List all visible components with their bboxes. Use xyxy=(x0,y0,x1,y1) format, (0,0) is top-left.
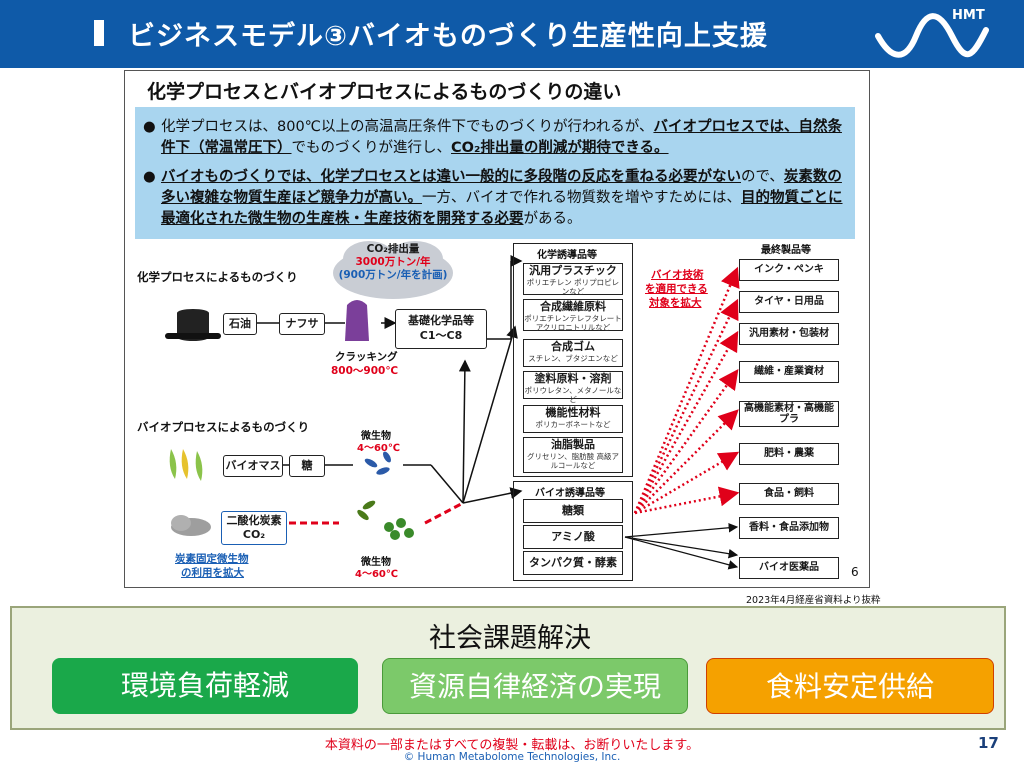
chem-process-label: 化学プロセスによるものづくり xyxy=(137,270,298,284)
chem-item-title: 汎用プラスチック xyxy=(529,264,617,277)
chem-item-sub: ポリカーボネートなど xyxy=(535,420,611,429)
source-note: 2023年4月経産省資料より抜粋 xyxy=(746,595,881,606)
bullet-dot-icon: ● xyxy=(143,119,156,135)
chem-item-sub: グリセリン、脂肪酸 高級アルコールなど xyxy=(527,452,619,470)
chem-item-title: 合成繊維原料 xyxy=(540,300,606,313)
solution-environment: 環境負荷軽減 xyxy=(52,658,358,714)
chem-item-sub: ポリエチレン ポリプロピレンなど xyxy=(526,278,620,296)
figure-slide-number: 6 xyxy=(851,565,859,579)
product-item: 食品・飼料 xyxy=(739,483,839,505)
oil-box: 石油 xyxy=(223,313,257,335)
chem-item-sub: ポリエチレンテレフタレート アクリロニトリルなど xyxy=(524,314,622,332)
microbe2-temp: 4～60℃ xyxy=(355,569,398,580)
bullet1-text2: でものづくりが進行し、 xyxy=(291,140,452,156)
product-item: 肥料・農薬 xyxy=(739,443,839,465)
header-bar: ビジネスモデル③バイオものづくり生産性向上支援 HMT xyxy=(0,0,1024,68)
solution-food: 食料安定供給 xyxy=(706,658,994,714)
co2-emission-text: CO₂排出量 3000万トン/年 (900万トン/年を計画) xyxy=(329,243,457,282)
bullet2-text3: がある。 xyxy=(523,211,582,227)
product-item: 高機能素材・高機能プラ xyxy=(739,401,839,427)
bio-derivatives-group xyxy=(513,481,633,581)
bullet1-emph2: 自然条件下（常温常圧下） xyxy=(161,119,842,156)
bullet-bio: ● バイオものづくりでは、化学プロセスとは違い一般的に多段階の反応を重ねる必要が… xyxy=(143,167,851,230)
chem-item: 油脂製品グリセリン、脂肪酸 高級アルコールなど xyxy=(523,437,623,473)
co2-emission-plan: (900万トン/年を計画) xyxy=(338,269,448,281)
bullet2-emph2: 炭素数の多い複雑な物質生産ほど競争力が高い。 xyxy=(161,169,842,206)
co2-emission-value: 3000万トン/年 xyxy=(355,256,431,268)
co2-box-label: 二酸化炭素 xyxy=(226,514,282,527)
bullet2-text2: 一方、バイオで作れる物質数を増やすためには、 xyxy=(422,190,741,206)
chem-item: 塗料原料・溶剤ポリウレタン、メタノールなど xyxy=(523,371,623,404)
bullet1-emph3: CO₂排出量の削減が期待できる。 xyxy=(451,140,669,156)
header-accent-mark xyxy=(94,20,104,46)
final-products-header: 最終製品等 xyxy=(761,245,811,256)
bullet-dot-icon: ● xyxy=(143,169,156,185)
basic-chem-box: 基礎化学品等 C1～C8 xyxy=(395,309,487,349)
bullet1-text: 化学プロセスは、800℃以上の高温高圧条件下でものづくりが行われるが、 xyxy=(161,119,654,135)
bullet2-text: ので、 xyxy=(741,169,784,185)
sugar-box: 糖 xyxy=(289,455,325,477)
chem-item-title: 機能性材料 xyxy=(545,406,601,419)
footer-note: 本資料の一部またはすべての複製・転載は、お断りいたします。 xyxy=(324,738,700,753)
cracking-temp: 800～900℃ xyxy=(331,365,399,377)
co2-cloud-icon xyxy=(333,241,453,299)
bio-item: 糖類 xyxy=(523,499,623,523)
product-item: インク・ペンキ xyxy=(739,259,839,281)
chem-derivatives-header: 化学誘導品等 xyxy=(537,250,597,261)
chem-item-sub: スチレン、ブタジエンなど xyxy=(528,354,618,363)
bio-item: アミノ酸 xyxy=(523,525,623,549)
co2-box-formula: CO₂ xyxy=(242,528,266,541)
basic-chem-range: C1～C8 xyxy=(419,329,463,342)
bio-tech-note-l1: バイオ技術 xyxy=(651,269,704,281)
chem-item-sub: ポリウレタン、メタノールなど xyxy=(524,386,622,404)
cracking-label: クラッキング xyxy=(335,351,398,363)
carbon-fix-l2: の利用を拡大 xyxy=(181,567,244,579)
microbe1-label: 微生物 xyxy=(361,431,391,442)
basic-chem-label: 基礎化学品等 xyxy=(408,314,474,327)
flow-arrows xyxy=(165,255,740,570)
info-box: ● 化学プロセスは、800℃以上の高温高圧条件下でものづくりが行われるが、バイオ… xyxy=(135,107,855,239)
bio-derivatives-header: バイオ誘導品等 xyxy=(535,488,605,499)
page-number: 17 xyxy=(978,734,999,752)
hmt-logo-icon xyxy=(875,13,989,58)
microbe1-temp: 4～60℃ xyxy=(357,443,400,454)
chem-item: 合成ゴムスチレン、ブタジエンなど xyxy=(523,339,623,367)
chem-item: 合成繊維原料ポリエチレンテレフタレート アクリロニトリルなど xyxy=(523,299,623,332)
bio-tech-note-l3: 対象を拡大 xyxy=(649,297,702,309)
carbon-fix-l1: 炭素固定微生物 xyxy=(175,553,249,565)
bullet1-emph: バイオプロセスでは、 xyxy=(653,119,799,135)
chem-derivatives-group xyxy=(513,243,633,477)
bio-item: タンパク質・酵素 xyxy=(523,551,623,575)
chem-item-title: 油脂製品 xyxy=(551,438,595,451)
co2-emission-label: CO₂排出量 xyxy=(366,243,420,255)
solution-resource: 資源自律経済の実現 xyxy=(382,658,688,714)
product-item: 繊維・産業資材 xyxy=(739,361,839,383)
bio-tech-note-l2: を適用できる xyxy=(645,283,708,295)
bullet2-emph: バイオものづくりでは、化学プロセスとは違い一般的に多段階の反応を重ねる必要がない xyxy=(161,169,741,185)
naphtha-box: ナフサ xyxy=(279,313,325,335)
product-item: 汎用素材・包装材 xyxy=(739,323,839,345)
copyright: © Human Metabolome Technologies, Inc. xyxy=(403,751,621,763)
microbe2-label: 微生物 xyxy=(361,557,391,568)
figure-title: 化学プロセスとバイオプロセスによるものづくりの違い xyxy=(147,81,622,103)
page-title: ビジネスモデル③バイオものづくり生産性向上支援 xyxy=(128,21,768,52)
chem-item-title: 合成ゴム xyxy=(551,340,595,353)
process-comparison-figure: 化学プロセスとバイオプロセスによるものづくりの違い ● 化学プロセスは、800℃… xyxy=(124,70,870,588)
bullet2-emph3: 目的物質ごとに最適化された微生物の生産株・生産技術を開発する必要 xyxy=(161,190,843,227)
bullet-chemical: ● 化学プロセスは、800℃以上の高温高圧条件下でものづくりが行われるが、バイオ… xyxy=(143,117,851,159)
product-item: 香料・食品添加物 xyxy=(739,517,839,539)
bio-process-label: バイオプロセスによるものづくり xyxy=(137,420,310,434)
social-solutions-panel: 社会課題解決 環境負荷軽減 資源自律経済の実現 食料安定供給 xyxy=(10,606,1006,730)
product-item: バイオ医薬品 xyxy=(739,557,839,579)
chem-item-title: 塗料原料・溶剤 xyxy=(534,372,612,385)
chem-item: 機能性材料ポリカーボネートなど xyxy=(523,405,623,433)
social-title: 社会課題解決 xyxy=(429,623,591,654)
co2-box: 二酸化炭素 CO₂ xyxy=(221,511,287,545)
chem-item: 汎用プラスチックポリエチレン ポリプロピレンなど xyxy=(523,263,623,296)
logo-text: HMT xyxy=(952,8,985,23)
product-item: タイヤ・日用品 xyxy=(739,291,839,313)
biomass-box: バイオマス xyxy=(223,455,283,477)
